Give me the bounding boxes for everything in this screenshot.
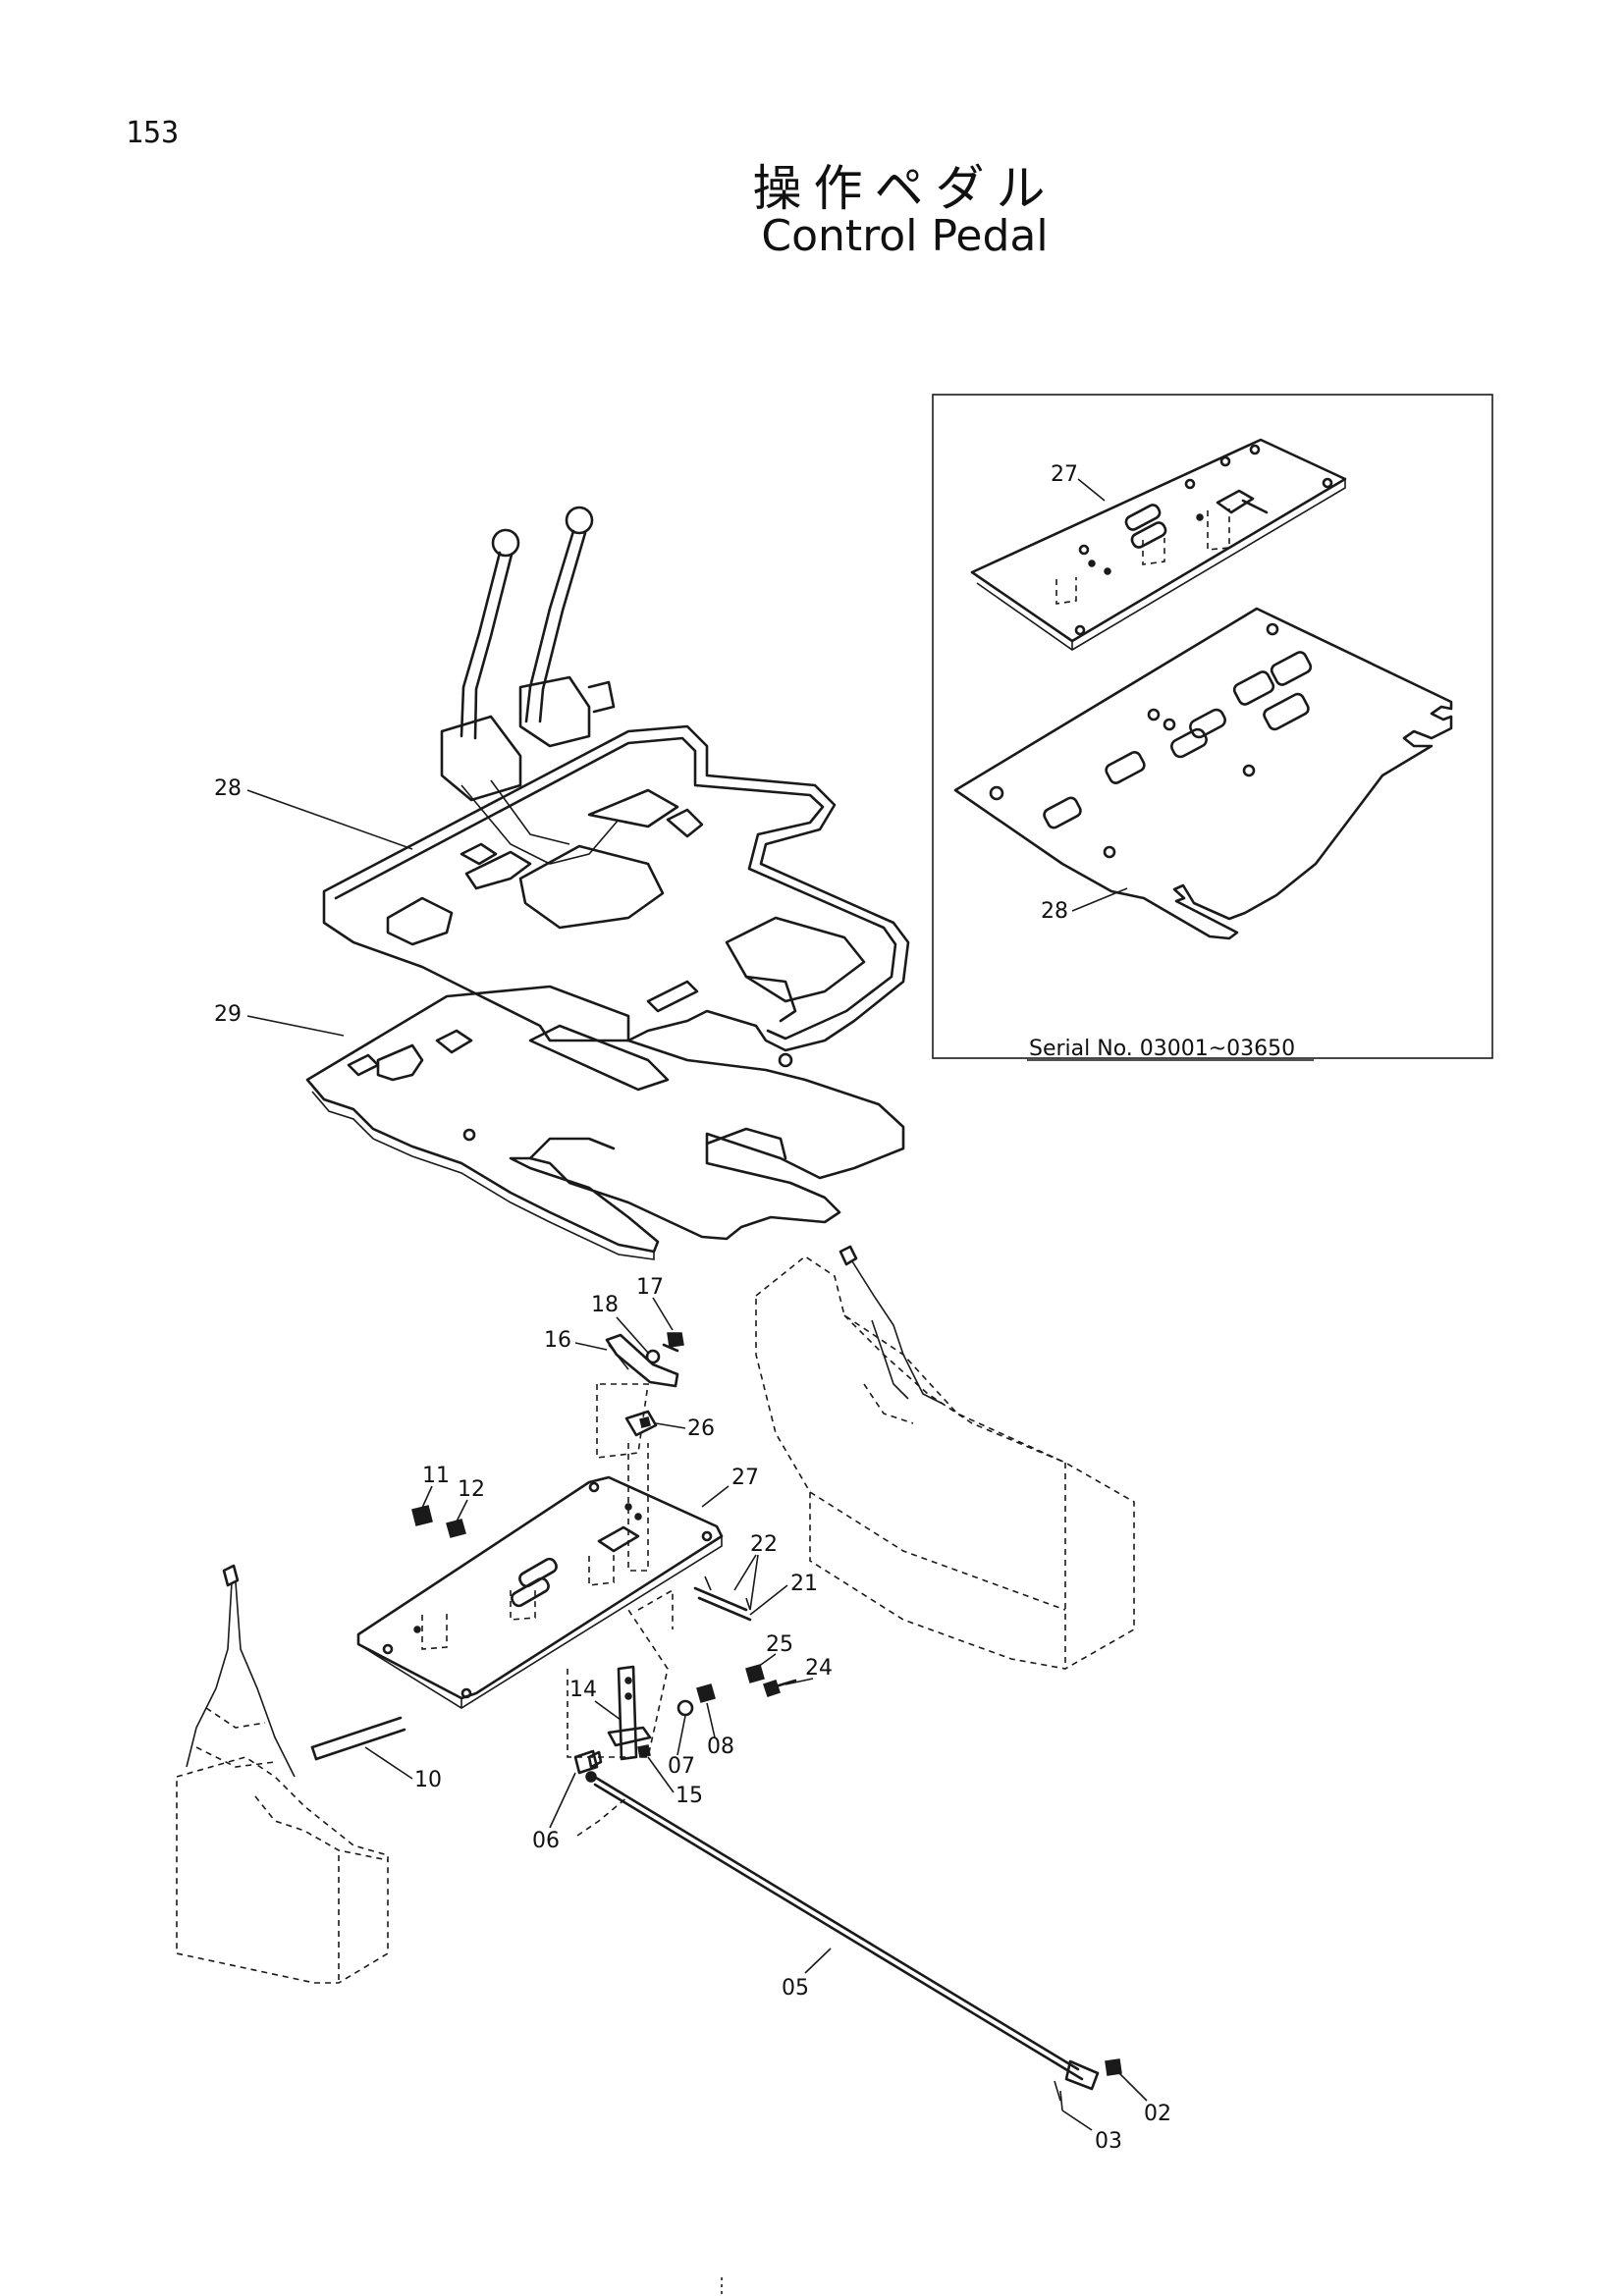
page-title-english: Control Pedal — [761, 211, 1049, 261]
callout-12: 12 — [458, 1477, 485, 1502]
left-console — [176, 1564, 389, 1984]
callout-06: 06 — [532, 1829, 560, 1853]
callout-10: 10 — [414, 1768, 442, 1792]
dashed-linkage — [567, 1383, 674, 1837]
washer-07 — [676, 1699, 694, 1717]
callout-28-inset: 28 — [1041, 899, 1068, 924]
floor-mat-28 — [322, 724, 910, 1052]
nut-15 — [637, 1744, 651, 1758]
rod-05 — [589, 1773, 1100, 2091]
pedal-plate-27 — [356, 1475, 724, 1709]
callout-07: 07 — [668, 1754, 695, 1779]
callout-24: 24 — [805, 1656, 833, 1681]
inset-panel: 27 28 Serial No. 03001~03650 — [932, 394, 1493, 1061]
callout-15: 15 — [676, 1784, 703, 1808]
nut-08 — [696, 1683, 716, 1703]
pin-21 — [693, 1586, 752, 1622]
callout-25: 25 — [766, 1632, 793, 1657]
floor-mat-29 — [305, 985, 905, 1260]
inset-mat-28 — [953, 607, 1453, 940]
callout-08: 08 — [707, 1735, 734, 1759]
cotter-pin-22 — [704, 1575, 751, 1611]
callout-22: 22 — [750, 1532, 778, 1557]
nut-25 — [745, 1664, 765, 1683]
inset-plate-27 — [970, 438, 1347, 651]
callout-28: 28 — [214, 776, 242, 801]
callout-21: 21 — [790, 1572, 818, 1596]
bolt-02 — [1105, 2058, 1122, 2076]
callout-17: 17 — [636, 1275, 664, 1300]
rod-10 — [310, 1716, 406, 1761]
serial-number-range: Serial No. 03001~03650 — [1029, 1037, 1295, 1061]
bolt-11 — [411, 1505, 433, 1526]
callout-03: 03 — [1095, 2129, 1122, 2154]
washer-12 — [446, 1519, 466, 1538]
callout-11: 11 — [422, 1464, 450, 1488]
shaft-14 — [587, 1665, 652, 1769]
inset-frame — [932, 394, 1493, 1059]
page-title-japanese: 操作ペダル — [752, 160, 1057, 217]
pin-03 — [1054, 2080, 1063, 2111]
bracket-26 — [624, 1410, 658, 1437]
pedal-16 — [605, 1333, 679, 1388]
page-number: 153 — [126, 116, 180, 150]
right-console — [755, 1245, 1135, 1670]
callout-02: 02 — [1144, 2102, 1171, 2126]
control-levers — [440, 506, 620, 865]
washer-18 — [645, 1349, 661, 1364]
callout-14: 14 — [569, 1678, 597, 1702]
callout-27-inset: 27 — [1051, 462, 1078, 487]
callout-18: 18 — [591, 1293, 619, 1317]
callout-29: 29 — [214, 1002, 242, 1027]
bolt-24 — [763, 1679, 797, 1697]
callout-26: 26 — [687, 1416, 715, 1441]
callout-05: 05 — [782, 1976, 809, 2001]
callout-16: 16 — [544, 1328, 571, 1353]
callout-27: 27 — [731, 1466, 759, 1490]
bolt-17 — [662, 1332, 684, 1353]
